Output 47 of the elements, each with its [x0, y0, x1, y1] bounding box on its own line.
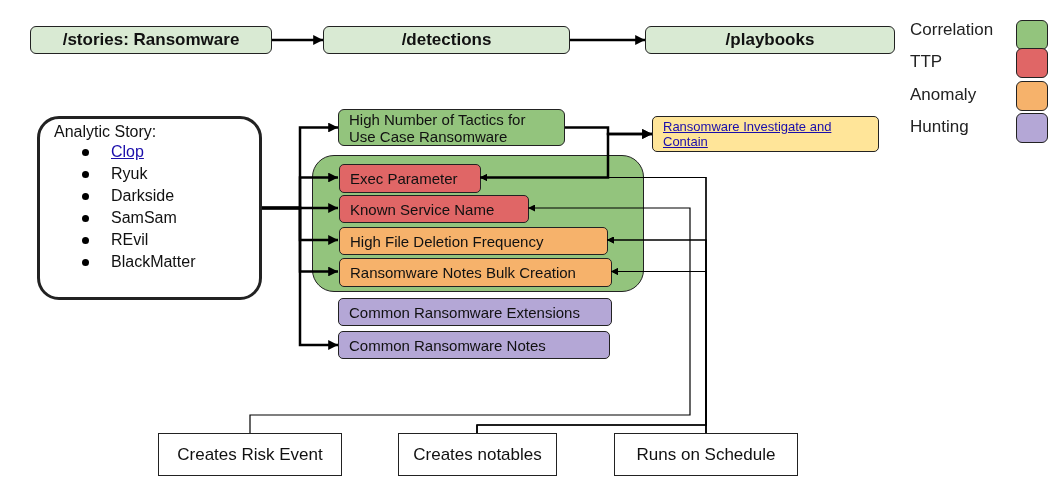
- story-box: [37, 116, 262, 300]
- detection-box: [338, 298, 612, 326]
- playbook-link: Ransomware Investigate and Contain: [663, 119, 833, 149]
- detection-box: [339, 227, 608, 255]
- detection-box: [339, 195, 529, 223]
- step-box: [158, 433, 342, 476]
- story-name: Ryuk: [111, 164, 148, 184]
- story-link: Clop: [111, 142, 144, 162]
- node-label: Common Ransomware Extensions: [349, 303, 581, 321]
- node-label: Exec Parameter: [350, 170, 459, 187]
- legend-label: Anomaly: [910, 85, 977, 105]
- story-name: Darkside: [111, 186, 175, 206]
- arrow: [262, 206, 338, 350]
- legend-label: TTP: [910, 52, 943, 72]
- path-box: [645, 26, 895, 54]
- arrow: [480, 129, 652, 179]
- path-box: [30, 26, 272, 54]
- story-name: SamSam: [111, 208, 177, 228]
- node-label: High Number of Tactics for Use Case Ransomware: [349, 110, 527, 145]
- playbook-box: [652, 116, 879, 152]
- group-box: [312, 155, 644, 292]
- node-label: Creates notables: [412, 444, 543, 465]
- node-label: Known Service Name: [350, 200, 496, 218]
- arrow: [272, 35, 323, 45]
- step-box: [614, 433, 798, 476]
- story-name: REvil: [111, 230, 149, 250]
- story-name: BlackMatter: [111, 252, 196, 272]
- step-box: [398, 433, 557, 476]
- path-box: [323, 26, 570, 54]
- arrow: [249, 204, 691, 434]
- node-label: Runs on Schedule: [635, 444, 777, 465]
- node-label: /playbooks: [724, 30, 816, 50]
- detection-box: [338, 331, 610, 359]
- node-label: Ransomware Notes Bulk Creation: [350, 264, 577, 281]
- detection-box: [338, 109, 565, 146]
- node-label: /detections: [400, 30, 493, 50]
- legend-label: Hunting: [910, 117, 969, 137]
- node-label: Analytic Story:: [54, 123, 158, 141]
- arrow: [476, 268, 707, 434]
- node-label: /stories: Ransomware: [61, 30, 241, 50]
- legend-label: Correlation: [910, 20, 994, 40]
- detection-box: [339, 164, 481, 193]
- detection-box: [339, 258, 612, 287]
- node-label: Creates Risk Event: [176, 444, 324, 465]
- node-label: Common Ransomware Notes: [349, 336, 547, 354]
- node-label: High File Deletion Frequency: [350, 232, 545, 250]
- arrow: [570, 35, 645, 45]
